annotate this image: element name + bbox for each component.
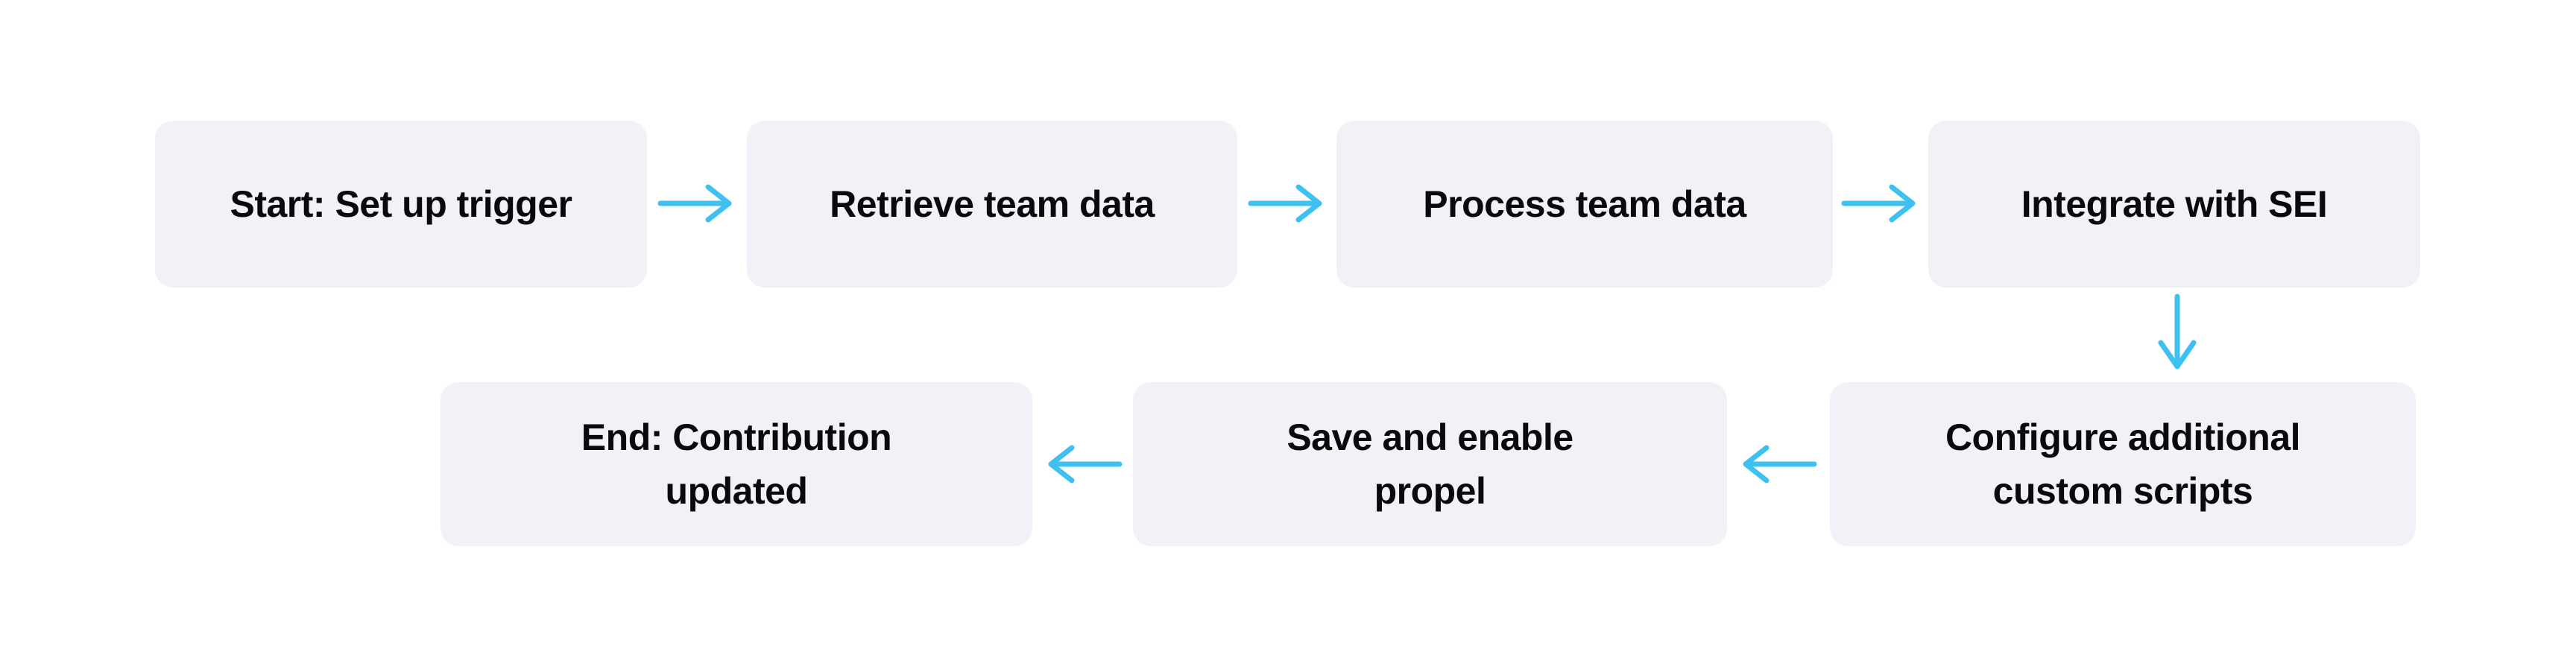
flow-node-retrieve-team-data-label: Retrieve team data bbox=[830, 183, 1155, 225]
flow-node-save-and-enable-propel-label: Save and enable propel bbox=[1287, 416, 1573, 512]
arrow-left-configure-to-save-icon bbox=[1737, 443, 1819, 485]
flow-node-end-label: End: Contribution updated bbox=[581, 416, 892, 512]
flow-node-integrate-with-sei: Integrate with SEI bbox=[1928, 121, 2420, 288]
flow-node-end: End: Contribution updated bbox=[441, 382, 1032, 546]
arrow-right-start-to-retrieve-icon bbox=[656, 183, 738, 224]
flow-node-save-and-enable-propel: Save and enable propel bbox=[1133, 382, 1727, 546]
arrow-right-retrieve-to-process-icon bbox=[1246, 183, 1328, 224]
flow-node-configure-custom-scripts-label: Configure additional custom scripts bbox=[1945, 416, 2301, 512]
flow-node-process-team-data-label: Process team data bbox=[1423, 183, 1746, 225]
flow-node-retrieve-team-data: Retrieve team data bbox=[747, 121, 1237, 288]
flow-node-integrate-with-sei-label: Integrate with SEI bbox=[2021, 183, 2328, 225]
arrow-right-process-to-integrate-icon bbox=[1840, 183, 1922, 224]
arrow-left-save-to-end-icon bbox=[1042, 443, 1124, 485]
flow-node-start: Start: Set up trigger bbox=[155, 121, 647, 288]
flow-node-process-team-data: Process team data bbox=[1336, 121, 1833, 288]
arrow-down-integrate-to-configure-icon bbox=[2156, 292, 2198, 378]
flow-node-configure-custom-scripts: Configure additional custom scripts bbox=[1830, 382, 2416, 546]
flow-node-start-label: Start: Set up trigger bbox=[230, 183, 572, 225]
